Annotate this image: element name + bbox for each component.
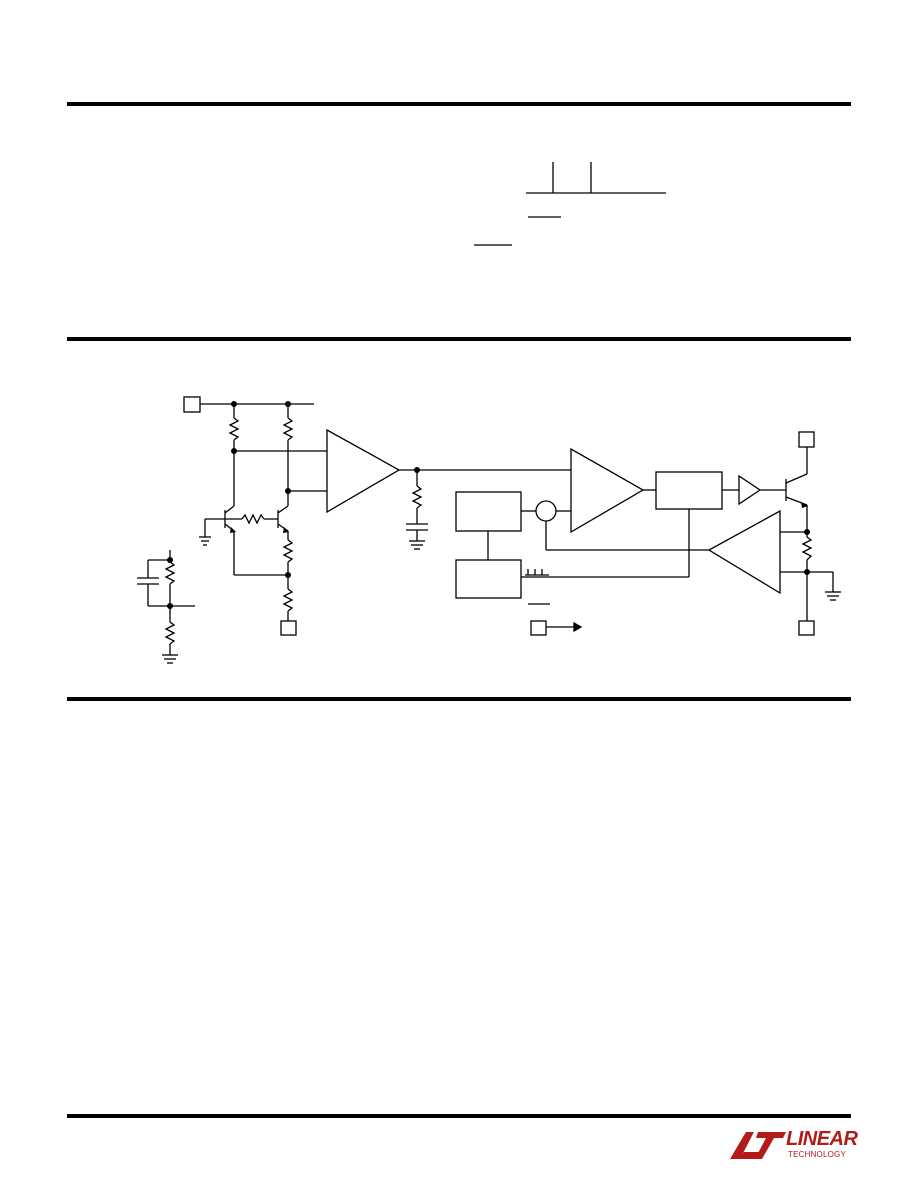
summing-node bbox=[535, 500, 557, 522]
logo-brand-line2: TECHNOLOGY bbox=[788, 1150, 847, 1159]
amplifier-2 bbox=[570, 447, 645, 534]
amplifier-3 bbox=[707, 509, 781, 595]
input-pin bbox=[183, 396, 201, 413]
section-rule-2 bbox=[67, 697, 851, 701]
resistor bbox=[164, 621, 176, 645]
output-pin-arrow bbox=[530, 620, 547, 636]
output-pin-bottom bbox=[798, 620, 815, 636]
linear-technology-logo-icon bbox=[730, 1132, 786, 1159]
resistor bbox=[282, 588, 294, 612]
logo-brand-line1: LINEAR bbox=[786, 1128, 858, 1150]
block-oscillator bbox=[455, 491, 522, 532]
amplifier-1 bbox=[326, 428, 401, 514]
resistor bbox=[282, 539, 294, 563]
resistor bbox=[411, 485, 423, 509]
resistor bbox=[228, 417, 240, 441]
resistor bbox=[282, 417, 294, 441]
block-logic bbox=[455, 559, 522, 599]
bottom-pin-left bbox=[280, 620, 297, 636]
resistor bbox=[241, 513, 265, 525]
resistor bbox=[164, 561, 176, 585]
driver-buffer bbox=[738, 474, 762, 506]
junction-dots bbox=[167, 401, 810, 609]
section-rule-1 bbox=[67, 337, 851, 341]
top-rule bbox=[67, 102, 851, 106]
block-latch bbox=[655, 471, 723, 510]
resistor bbox=[801, 536, 813, 561]
output-pin-top bbox=[798, 431, 815, 448]
footer-rule bbox=[67, 1114, 851, 1118]
